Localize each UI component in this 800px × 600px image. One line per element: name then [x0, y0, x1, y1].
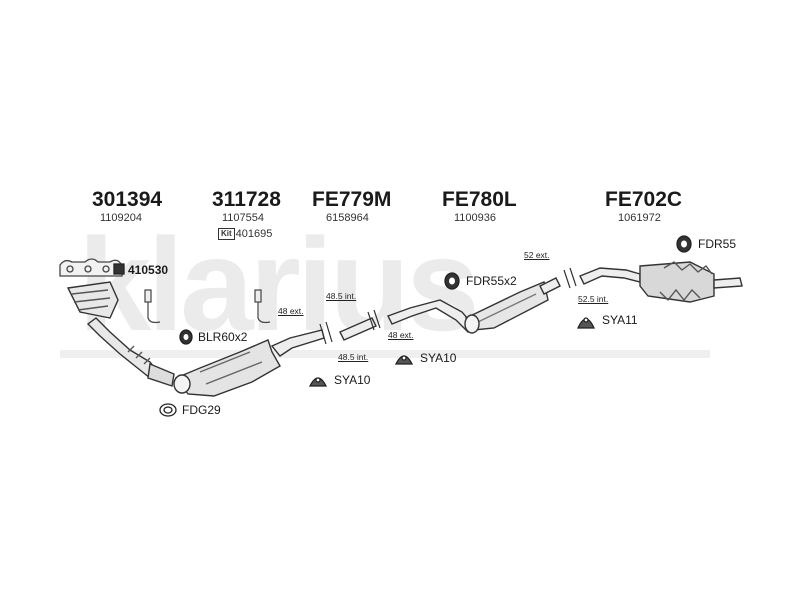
part-ref-6158964: 6158964 — [326, 212, 369, 224]
klarius-watermark: klarius — [60, 211, 710, 358]
part-ref-1107554: 1107554 — [222, 212, 265, 224]
fitting-icons — [113, 235, 692, 417]
part-code-fe702c: FE702C — [605, 188, 683, 211]
label-sya10-a: SYA10 — [334, 373, 371, 387]
manifold-gasket-drawing — [59, 258, 123, 277]
part-ref-1100936: 1100936 — [454, 212, 497, 224]
rear-silencer-drawing — [639, 261, 743, 303]
label-fdg29: FDG29 — [182, 403, 221, 417]
kit-badge: Kit — [218, 228, 235, 240]
downpipe-drawing — [66, 281, 175, 387]
catalytic-converter-drawing — [173, 329, 325, 397]
part-code-fe780l: FE780L — [442, 188, 517, 211]
label-410530: 410530 — [128, 263, 169, 277]
centre-silencer-drawing — [464, 277, 561, 334]
dim-52-5-int: 52.5 int. — [578, 294, 609, 304]
part-code-311728: 311728 — [212, 188, 281, 211]
label-sya10-b: SYA10 — [420, 351, 457, 365]
label-sya11: SYA11 — [602, 313, 638, 327]
label-fdr55x2: FDR55x2 — [466, 274, 517, 288]
part-code-301394: 301394 — [92, 188, 163, 211]
dim-48-ext-mid: 48 ext. — [388, 330, 414, 340]
rear-pipe-drawing — [579, 267, 641, 285]
label-blr60x2: BLR60x2 — [198, 330, 248, 344]
label-fdr55: FDR55 — [698, 237, 737, 251]
part-ref-1061972: 1061972 — [618, 212, 661, 224]
dim-48-5-int-top: 48.5 int. — [326, 291, 357, 301]
lambda-sensor-1 — [144, 289, 161, 324]
joint-breaks — [319, 267, 577, 345]
lambda-sensor-2 — [254, 289, 271, 324]
part-code-fe779m: FE779M — [312, 188, 392, 211]
part-ref-1109204: 1109204 — [100, 212, 143, 224]
dim-52-ext: 52 ext. — [524, 250, 550, 260]
watermark-text: klarius — [78, 211, 476, 358]
kit-ref-number: 401695 — [235, 228, 273, 240]
dim-48-ext-top: 48 ext. — [278, 306, 304, 316]
dim-48-5-int-bot: 48.5 int. — [338, 352, 369, 362]
